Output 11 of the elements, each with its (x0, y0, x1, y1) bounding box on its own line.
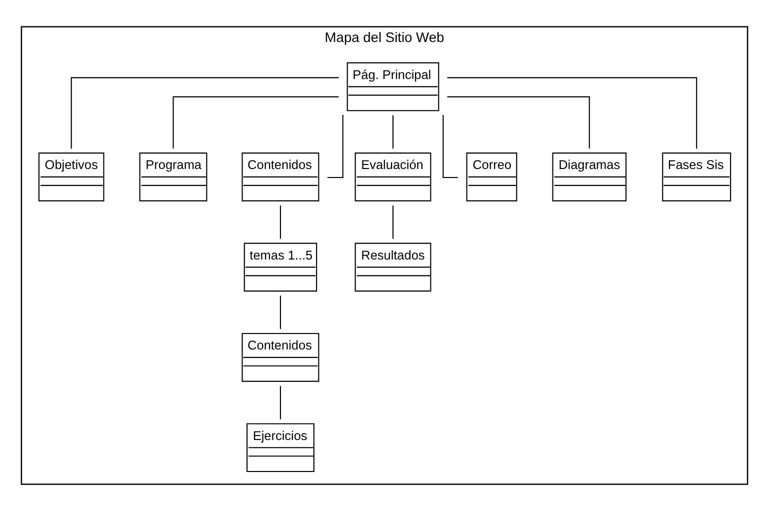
connector (392, 205, 394, 238)
connector (172, 96, 339, 148)
connector (327, 114, 344, 178)
connector (442, 114, 458, 178)
connector (447, 76, 698, 148)
connector (280, 385, 281, 419)
connector (280, 205, 281, 238)
connector (447, 96, 590, 148)
connector (70, 76, 339, 148)
connector (392, 114, 394, 148)
connector (280, 295, 281, 329)
